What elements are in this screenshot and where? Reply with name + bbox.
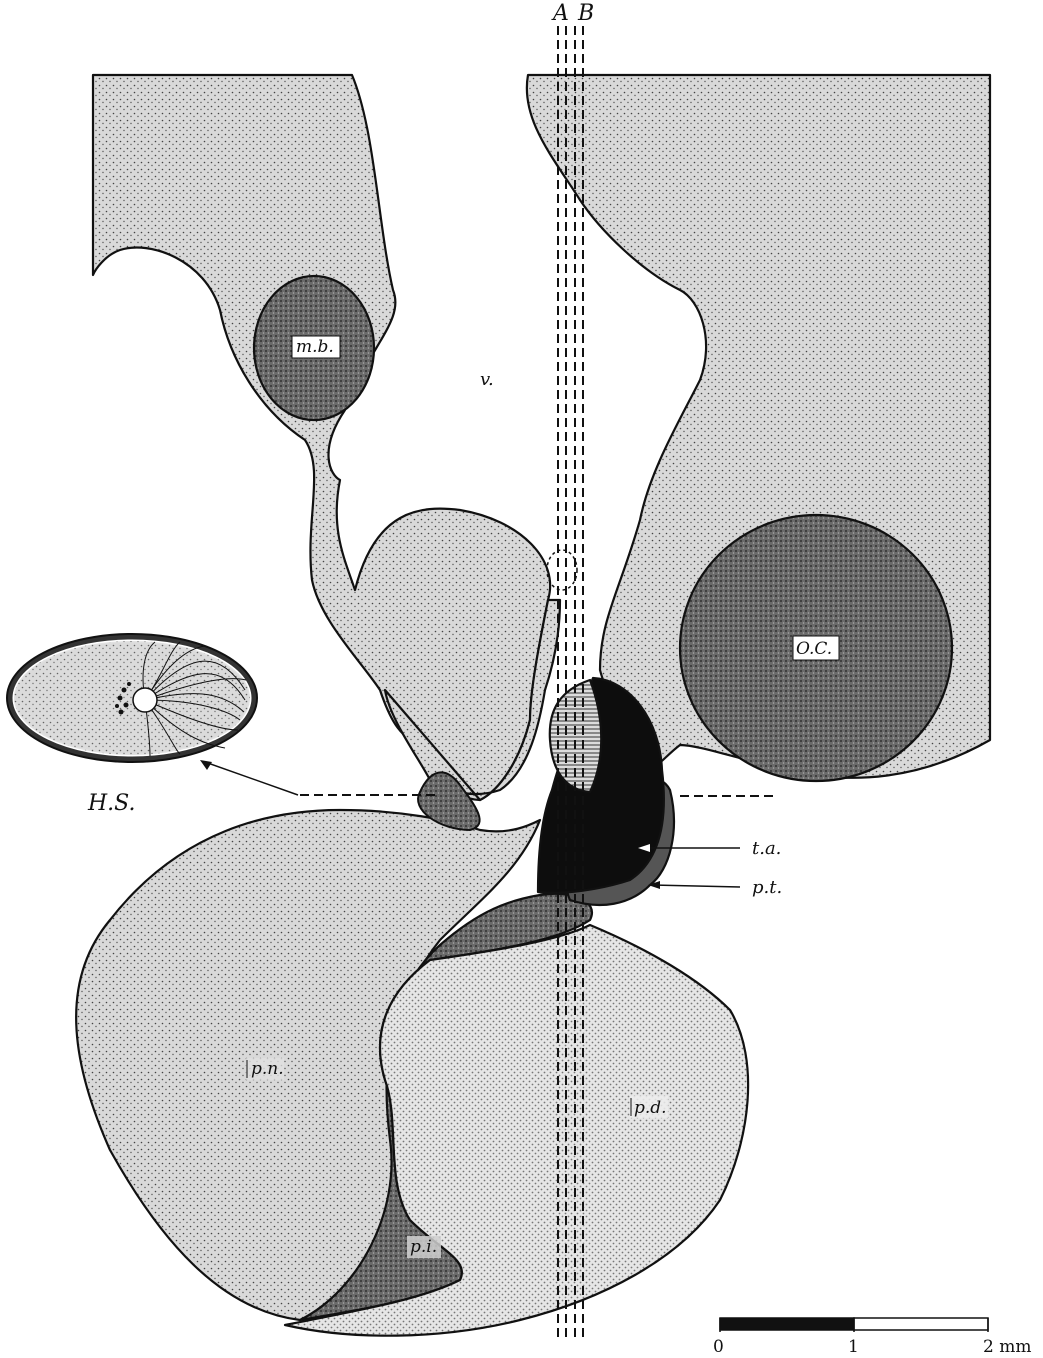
label-pt: p.t. xyxy=(752,877,782,898)
label-mb: m.b. xyxy=(296,337,334,357)
scale-label-2mm: 2 mm xyxy=(983,1337,1031,1357)
scale-label-0: 0 xyxy=(713,1337,724,1357)
hs-pointer xyxy=(205,762,298,795)
scale-label-1: 1 xyxy=(848,1337,859,1357)
section-label-a: A xyxy=(551,1,569,26)
label-pn: p.n. xyxy=(251,1059,284,1079)
small-dotted-ring xyxy=(547,550,577,590)
scale-bar xyxy=(720,1318,988,1332)
label-pd: p.d. xyxy=(634,1098,667,1118)
hs-pointer-arrowhead xyxy=(200,760,212,770)
label-oc: O.C. xyxy=(796,639,832,659)
label-pi: p.i. xyxy=(410,1237,437,1257)
horizontal-section-inset xyxy=(7,634,257,762)
pt-pointer xyxy=(652,885,740,887)
label-hs: H.S. xyxy=(87,791,135,816)
label-v: v. xyxy=(480,369,494,390)
section-label-b: B xyxy=(577,1,594,26)
label-ta: t.a. xyxy=(752,838,781,859)
